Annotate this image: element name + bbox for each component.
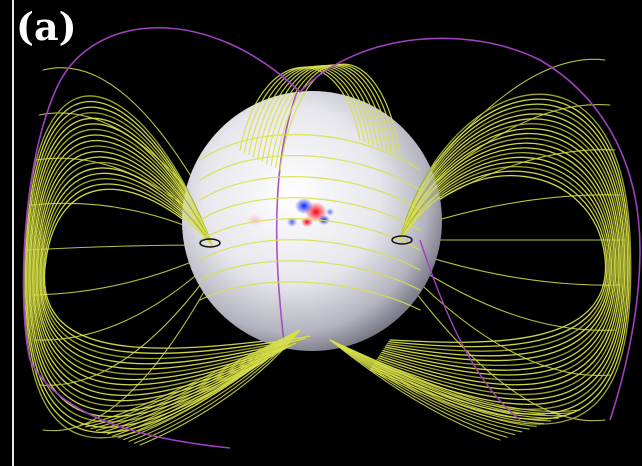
field-line-right-cross — [409, 261, 616, 331]
negative-polarity-patch — [287, 217, 297, 227]
negative-polarity-patch — [295, 198, 313, 214]
field-line-lower-fan-right — [329, 339, 537, 427]
field-line-surface-wrap — [199, 281, 421, 311]
field-line-left-cross — [38, 112, 206, 212]
field-line-right-lobe — [379, 137, 619, 381]
field-line-surface-wrap — [199, 176, 421, 211]
field-line-left-cross — [27, 244, 206, 251]
field-line-lower-fan-right — [329, 339, 545, 425]
panel-label: (a) — [16, 4, 77, 49]
field-line-lower-fan-left — [117, 329, 301, 439]
field-line-left-cross — [42, 289, 206, 432]
negative-polarity-patch — [326, 208, 334, 216]
field-line-lower-fan-left — [128, 329, 301, 442]
field-line-surface-wrap — [199, 133, 421, 171]
field-line-right-cross — [409, 284, 606, 422]
field-line-left-lobe — [31, 134, 290, 402]
field-line-top-arcade — [279, 63, 401, 171]
field-line-lower-fan-right — [329, 339, 501, 441]
field-line-left-lobe — [37, 162, 301, 375]
field-line-lower-fan-right — [329, 339, 581, 413]
field-line-right-lobe — [371, 103, 629, 415]
field-convergence-point — [199, 238, 221, 248]
field-line-right-cross — [409, 273, 611, 377]
field-line-left-cross — [42, 67, 206, 201]
field-line-right-lobe — [381, 142, 617, 376]
field-line-left-lobe — [34, 145, 294, 391]
left-boundary-line — [22, 26, 301, 449]
weak-positive-patch — [247, 214, 263, 226]
field-line-right-lobe — [375, 118, 624, 401]
field-line-lower-fan-left — [139, 329, 301, 446]
field-line-left-cross — [31, 255, 206, 296]
field-line-right-lobe — [385, 161, 611, 357]
field-line-lower-fan-left — [84, 329, 301, 428]
field-line-surface-wrap — [199, 154, 421, 191]
separatrix-boundaries — [22, 26, 641, 449]
field-line-right-lobe — [383, 152, 614, 366]
active-region — [247, 198, 334, 227]
field-line-left-lobe — [42, 183, 311, 354]
field-line-lower-fan-right — [329, 339, 516, 436]
field-line-left-lobe — [41, 178, 308, 360]
field-line-lower-fan-left — [123, 329, 301, 441]
field-line-lower-fan-right — [329, 339, 530, 430]
field-line-right-lobe — [374, 113, 626, 405]
field-line-lower-fan-left — [79, 329, 301, 426]
right-boundary-line — [299, 37, 641, 421]
sun-sphere — [182, 91, 442, 351]
field-line-right-lobe — [369, 93, 632, 425]
field-line-left-lobe — [43, 188, 313, 349]
field-line-right-cross — [409, 250, 621, 286]
field-line-lower-fan-left — [133, 329, 301, 444]
field-line-left-cross — [38, 278, 206, 386]
field-line-lower-fan-left — [106, 329, 301, 435]
inner-boundary-line — [419, 239, 521, 421]
field-line-right-lobe — [376, 123, 623, 396]
field-line-right-lobe — [386, 166, 610, 352]
field-line-left-cross — [34, 266, 206, 341]
field-line-right-lobe — [389, 175, 607, 343]
field-line-lower-fan-right — [329, 339, 523, 433]
field-line-left-lobe — [29, 123, 285, 412]
field-line-left-lobe — [36, 156, 299, 381]
field-line-surface-wrap — [199, 260, 421, 291]
field-line-right-lobe — [378, 132, 620, 386]
field-line-lower-fan-right — [329, 339, 567, 417]
field-line-lower-fan-left — [112, 329, 301, 437]
field-line-left-lobe — [40, 172, 306, 365]
field-line-left-lobe — [33, 139, 292, 397]
left-border-line — [12, 0, 14, 466]
field-line-lower-fan-right — [329, 339, 559, 419]
field-line-surface-wrap — [199, 197, 421, 231]
field-line-right-cross — [409, 58, 606, 196]
field-convergence-point — [391, 235, 413, 245]
field-line-right-lobe — [382, 147, 616, 371]
field-lines-back — [24, 58, 630, 434]
field-line-left-lobe — [30, 128, 287, 407]
field-line-surface-wrap — [199, 218, 421, 251]
field-line-right-lobe — [377, 128, 622, 391]
field-line-lower-fan-right — [329, 339, 508, 438]
field-line-left-lobe — [35, 150, 297, 386]
field-line-left-lobe — [39, 167, 304, 370]
field-lines-front — [23, 63, 632, 446]
field-line-right-lobe — [384, 156, 613, 362]
field-line-surface-wrap — [199, 239, 421, 271]
field-line-lower-fan-left — [90, 329, 301, 430]
field-line-lower-fan-right — [329, 339, 552, 422]
field-line-right-lobe — [388, 170, 608, 348]
